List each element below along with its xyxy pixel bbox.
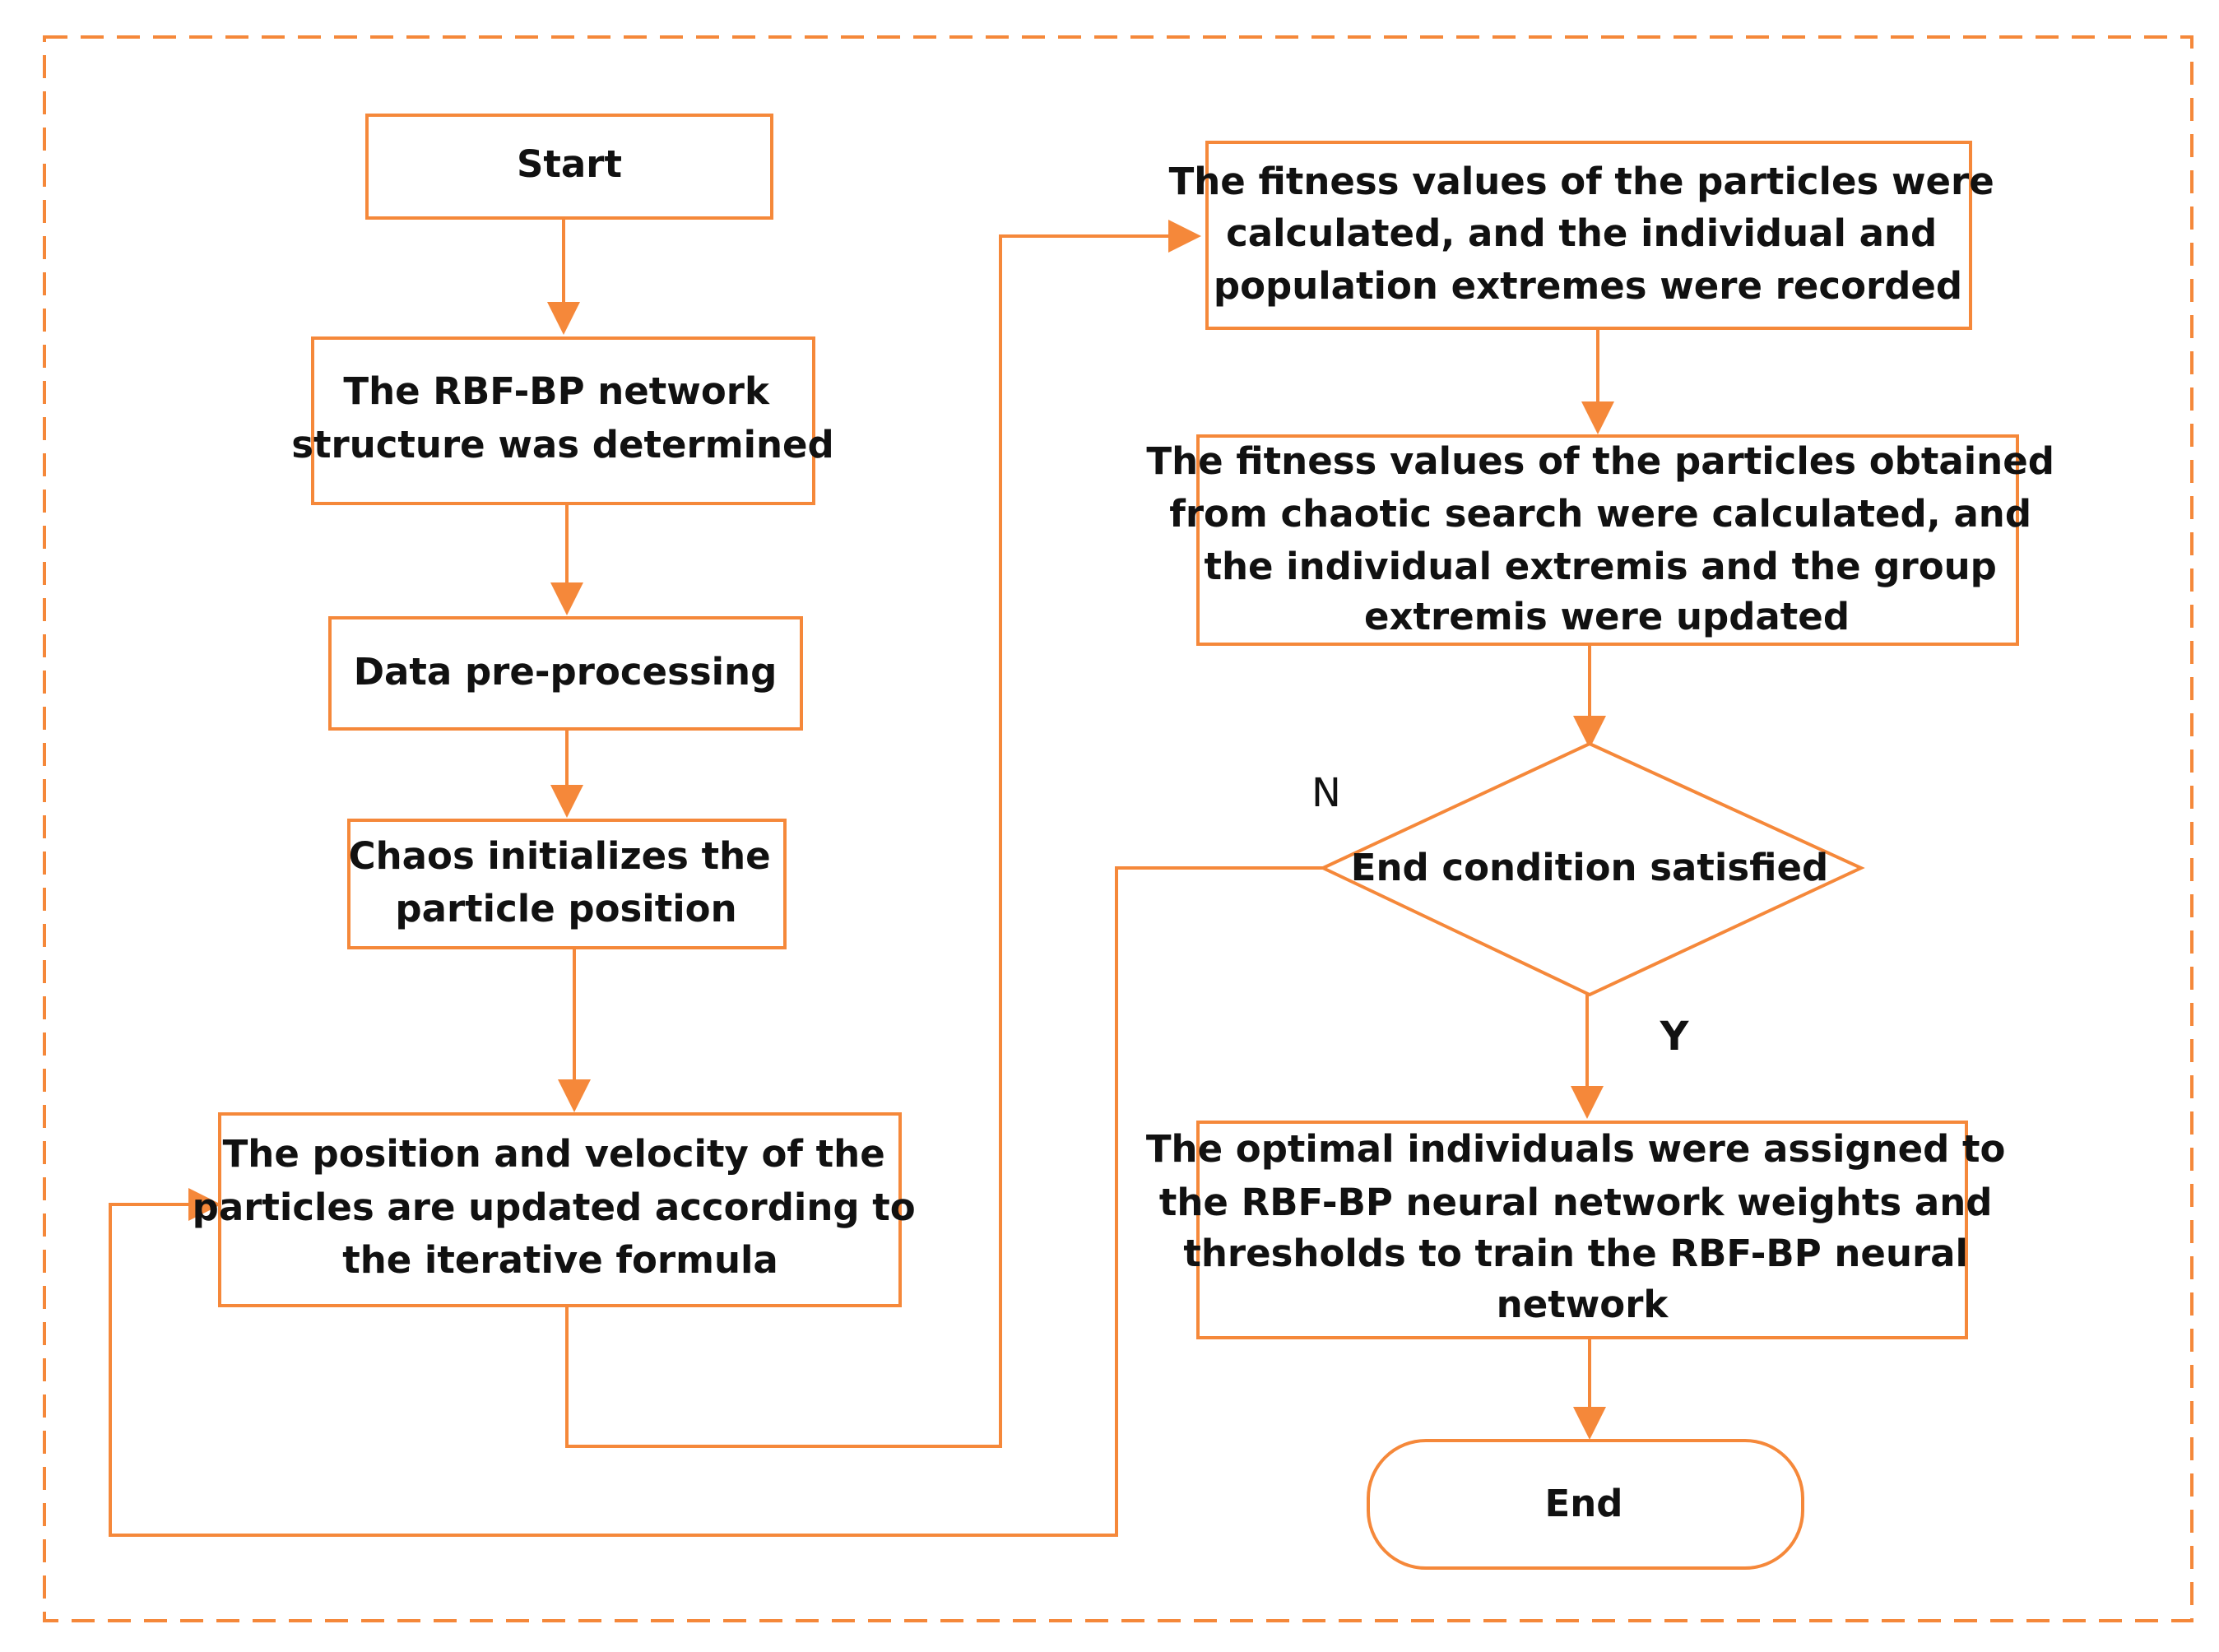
network-box <box>311 336 815 505</box>
update-box <box>218 1112 902 1307</box>
chaotic-search-label: The fitness values of the particles obta… <box>1146 439 2067 638</box>
connectors <box>109 218 1614 1537</box>
update-label: The position and velocity of the particl… <box>193 1132 929 1282</box>
chaos-init-label: Chaos initializes the particle position <box>349 834 784 930</box>
assign-box <box>1196 1121 1968 1339</box>
start-box <box>365 114 773 220</box>
arrow-decision-no-loop <box>109 866 1323 1537</box>
node-texts: Start The RBF-BP network structure was d… <box>193 142 2067 1525</box>
end-box <box>1367 1439 1804 1570</box>
fitness-box <box>1205 141 1972 330</box>
node-shapes <box>218 114 2019 1570</box>
preprocess-box <box>328 616 803 731</box>
branch-label-yes: Y <box>1660 1014 1690 1060</box>
network-label: The RBF-BP network structure was determi… <box>291 369 834 466</box>
decision-label: End condition satisfied <box>1351 846 1828 889</box>
start-label: Start <box>517 142 622 186</box>
chaos-init-box <box>347 819 787 949</box>
chaotic-search-box <box>1196 434 2019 646</box>
branch-label-no: N <box>1311 770 1341 816</box>
decision-diamond <box>1319 741 1865 997</box>
arrow-update-to-fitness <box>565 220 1201 1448</box>
assign-label: The optimal individuals were assigned to… <box>1146 1127 2018 1326</box>
outer-frame <box>43 35 2193 1622</box>
end-label: End <box>1545 1482 1623 1525</box>
fitness-label: The fitness values of the particles were… <box>1169 160 2008 308</box>
preprocess-label: Data pre-processing <box>354 650 778 694</box>
